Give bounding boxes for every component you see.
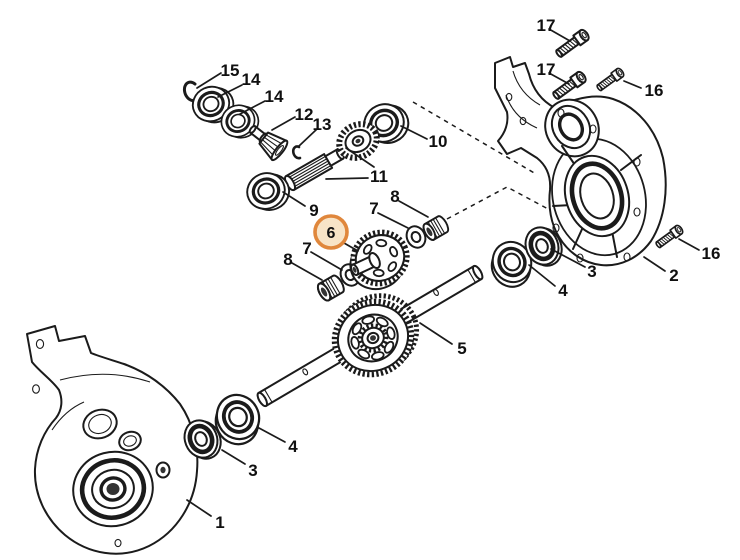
housing-cover-part-2 [494, 56, 667, 267]
callout-7-right[interactable]: 7 [369, 199, 378, 218]
callout-13[interactable]: 13 [313, 115, 332, 134]
callout-12[interactable]: 12 [295, 105, 314, 124]
selected-part-highlight[interactable] [313, 214, 349, 250]
drive-gear-part-5 [331, 293, 420, 378]
callout-6-selected[interactable]: 6 [327, 225, 336, 242]
callout-17b[interactable]: 17 [537, 60, 556, 79]
callout-5[interactable]: 5 [457, 339, 466, 358]
callout-10[interactable]: 10 [429, 132, 448, 151]
screw-part-16-top [594, 66, 626, 94]
highlight-ring [313, 214, 349, 250]
screw-part-17b [550, 69, 589, 103]
highlight-fill [315, 216, 347, 248]
callout-17a[interactable]: 17 [537, 16, 556, 35]
ball-bearing-part-9 [239, 163, 297, 220]
callout-14a[interactable]: 14 [242, 70, 261, 89]
callout-3-right[interactable]: 3 [587, 262, 596, 281]
leader-lines [186, 28, 700, 517]
spur-gear-part-6 [349, 229, 410, 291]
housing-2-bolt-holes [552, 108, 641, 263]
callout-16-top[interactable]: 16 [645, 81, 664, 100]
callout-3-left[interactable]: 3 [248, 461, 257, 480]
callout-16-bottom[interactable]: 16 [702, 244, 721, 263]
bevel-gear-part-11 [336, 121, 380, 161]
gear-5-holes [350, 315, 396, 361]
screw-part-17a [553, 27, 592, 61]
assembly-axis-dashed-lines [412, 101, 551, 220]
callout-labels: 17 17 16 16 2 3 4 10 15 14 14 12 13 11 9… [215, 16, 720, 532]
callout-7-left[interactable]: 7 [302, 239, 311, 258]
gear-housing-part-1 [26, 325, 199, 555]
callout-4-right[interactable]: 4 [558, 281, 568, 300]
callout-9[interactable]: 9 [309, 201, 318, 220]
circlip-part-13 [291, 145, 302, 160]
callout-1[interactable]: 1 [215, 513, 224, 532]
callout-14b[interactable]: 14 [265, 87, 284, 106]
callout-8-left[interactable]: 8 [283, 250, 292, 269]
callout-4-left[interactable]: 4 [288, 437, 298, 456]
callout-8-right[interactable]: 8 [390, 187, 399, 206]
callout-11[interactable]: 11 [370, 167, 388, 186]
callout-15[interactable]: 15 [221, 61, 240, 80]
callout-2[interactable]: 2 [669, 266, 678, 285]
bevel-pinion-part-12 [248, 125, 289, 162]
